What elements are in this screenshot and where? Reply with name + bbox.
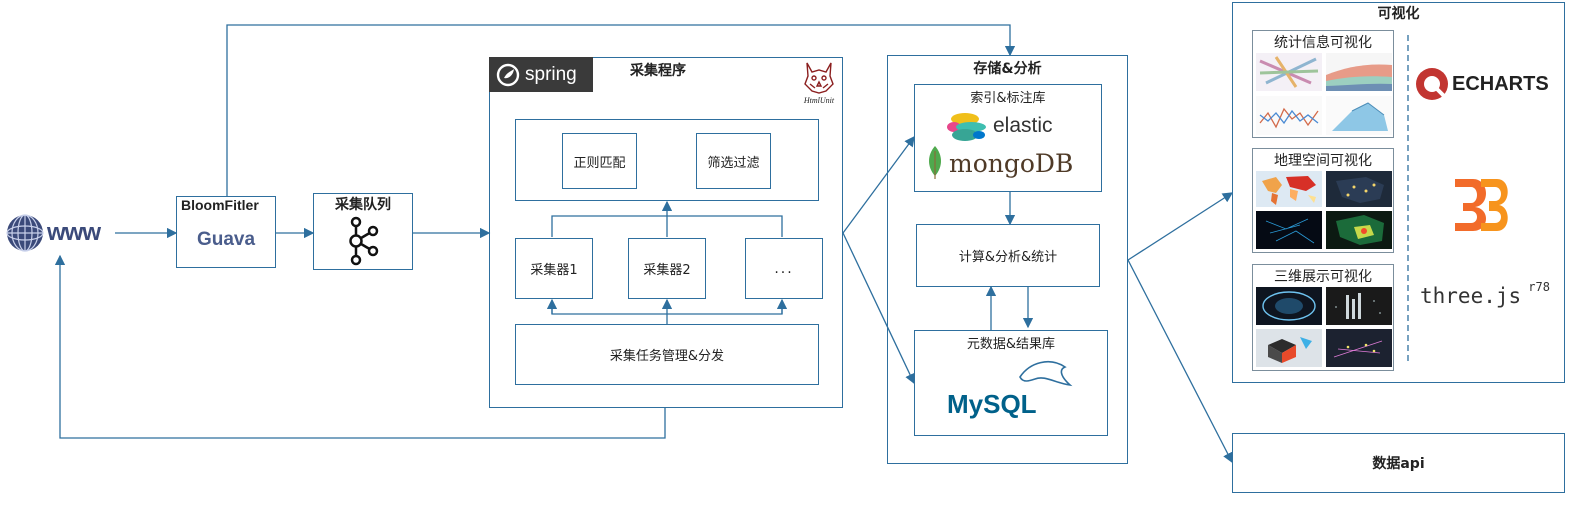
storage-box: 存储&分析 (887, 55, 1128, 464)
stats-viz-title: 统计信息可视化 (1274, 35, 1372, 51)
guava-logo: Guava (196, 229, 256, 250)
arrow-collector-return-to-www (54, 254, 666, 439)
task-management-label: 采集任务管理&分发 (609, 349, 725, 364)
lynx-icon (804, 62, 834, 94)
geo-viz-title: 地理空间可视化 (1274, 153, 1372, 169)
elastic-label: elastic (993, 114, 1053, 137)
mysql-dolphin-icon (1019, 361, 1073, 387)
queue-box: 采集队列 (313, 193, 413, 270)
compute-box: 计算&分析&统计 (916, 224, 1100, 287)
globe-icon (6, 214, 44, 252)
www-node: www (5, 212, 101, 254)
visualization-title: 可视化 (1377, 6, 1420, 22)
meta-lib-title: 元数据&结果库 (966, 337, 1056, 352)
visualization-box: 可视化 (1232, 2, 1565, 383)
data-api-label: 数据api (1372, 456, 1425, 472)
arrow-collector-to-meta (842, 232, 915, 385)
regex-match-box: 正则匹配 (562, 133, 637, 189)
regex-match-label: 正则匹配 (573, 155, 626, 171)
bloomfilter-title: BloomFitler (181, 197, 259, 213)
spring-label: spring (525, 63, 577, 85)
kafka-icon (349, 216, 379, 266)
geo-viz-panel: 地理空间可视化 (1252, 148, 1394, 253)
stats-thumbnails (1256, 53, 1392, 135)
bloomfilter-box: BloomFitler Guava (176, 196, 276, 268)
threed-viz-title: 三维展示可视化 (1274, 269, 1372, 285)
d3-logo (1453, 175, 1511, 233)
stats-viz-panel: 统计信息可视化 (1252, 30, 1394, 138)
arrow-storage-to-visualization (1127, 192, 1234, 261)
d3-icon (1455, 179, 1508, 231)
spring-leaf-icon (496, 63, 520, 86)
storage-title: 存储&分析 (973, 61, 1042, 77)
threed-viz-panel: 三维展示可视化 (1252, 264, 1394, 371)
threejs-label: three.js (1420, 284, 1522, 308)
data-api-box: 数据api (1232, 433, 1565, 493)
crawler-more-label: ... (774, 260, 794, 277)
echarts-label: ECHARTS (1452, 72, 1549, 95)
arrow-collector-to-index (842, 135, 915, 234)
processing-box (515, 119, 819, 201)
elastic-icon (947, 113, 986, 141)
threed-thumbnails (1256, 287, 1392, 367)
collector-title: 采集程序 (630, 63, 686, 79)
mongodb-leaf-icon (929, 146, 941, 179)
crawler-1-label: 采集器1 (530, 263, 578, 278)
collector-box: 采集程序 HtmlUnit 正则匹配 筛选过滤 采集器1 采集器2 ... 采集… (489, 57, 843, 408)
threejs-logo: three.js r78 (1420, 280, 1550, 308)
meta-lib-box: 元数据&结果库 MySQL (914, 330, 1108, 436)
echarts-icon (1416, 68, 1448, 100)
mysql-label: MySQL (947, 389, 1037, 419)
crawler-1-box: 采集器1 (515, 238, 593, 299)
filter-label: 筛选过滤 (707, 155, 760, 171)
index-lib-box: 索引&标注库 elastic mongoDB (914, 84, 1102, 192)
queue-title: 采集队列 (335, 197, 391, 213)
echarts-logo: ECHARTS (1414, 64, 1549, 104)
www-label: www (47, 219, 101, 246)
threejs-version: r78 (1528, 280, 1550, 294)
task-management-box: 采集任务管理&分发 (515, 324, 819, 385)
htmlunit-logo: HtmlUnit (796, 60, 842, 108)
mongodb-label: mongoDB (949, 149, 1074, 178)
arrow-bloomfilter-to-storage (226, 24, 1016, 196)
index-lib-title: 索引&标注库 (970, 91, 1046, 106)
compute-label: 计算&分析&统计 (958, 250, 1058, 265)
crawler-more-box: ... (745, 238, 823, 299)
crawler-2-label: 采集器2 (643, 263, 691, 278)
filter-box: 筛选过滤 (696, 133, 771, 189)
htmlunit-label: HtmlUnit (803, 96, 835, 105)
spring-logo: spring (489, 57, 593, 92)
crawler-2-box: 采集器2 (628, 238, 706, 299)
geo-thumbnails (1256, 171, 1392, 249)
arrow-storage-to-api (1127, 259, 1233, 464)
